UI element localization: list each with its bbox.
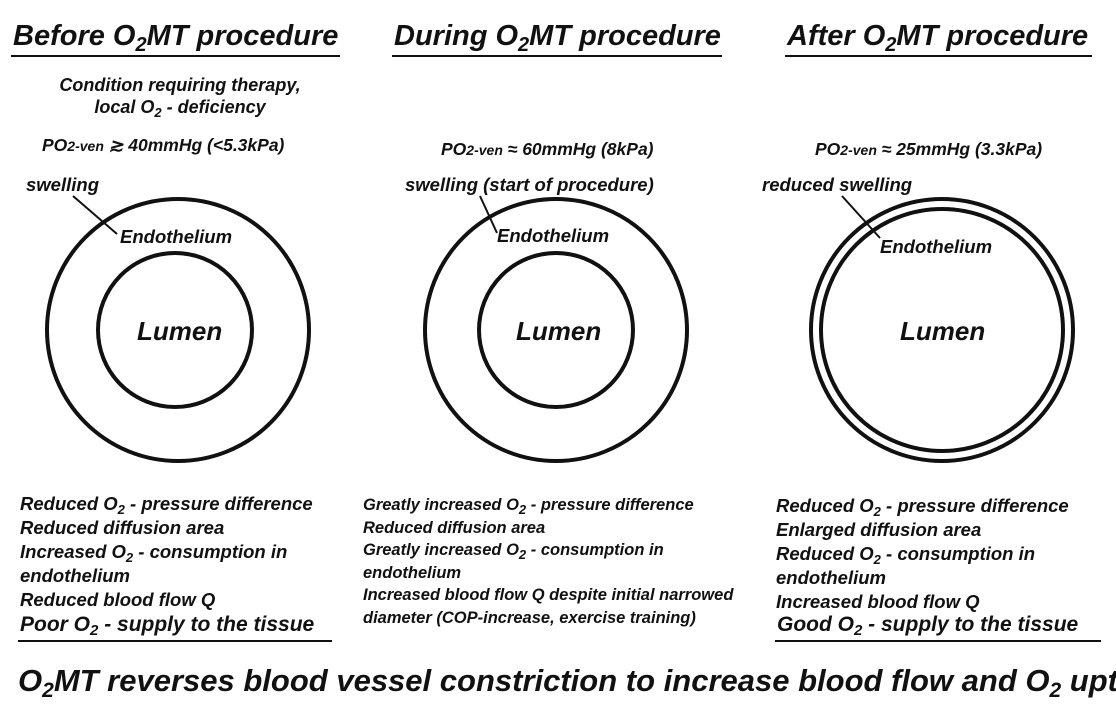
after-swelling-pointer bbox=[841, 195, 881, 239]
before-outer-vessel-wall bbox=[45, 197, 311, 463]
after-lumen-circle bbox=[819, 207, 1065, 453]
during-endothelium-label: Endothelium bbox=[497, 225, 610, 246]
after-swelling-label: reduced swelling bbox=[762, 174, 913, 195]
before-title: Before O2MT procedure bbox=[13, 20, 339, 56]
during-title-underline bbox=[392, 55, 722, 57]
during-effects-list: Greatly increased O2 - pressure differen… bbox=[363, 494, 733, 629]
during-swelling-label: swelling (start of procedure) bbox=[405, 174, 654, 195]
list-item: Greatly increased O2 - pressure differen… bbox=[363, 496, 694, 517]
before-condition-text: Condition requiring therapy, local O2 - … bbox=[20, 74, 340, 120]
before-swelling-pointer bbox=[72, 195, 118, 235]
before-venous-po2: PO2-ven ≳ 40mmHg (<5.3kPa) bbox=[42, 135, 285, 155]
before-title-underline bbox=[11, 55, 340, 57]
after-outer-vessel-wall bbox=[809, 197, 1075, 463]
list-item: Reduced diffusion area bbox=[20, 517, 225, 538]
after-endothelium-label: Endothelium bbox=[880, 236, 993, 257]
before-summary-underline bbox=[18, 640, 332, 642]
list-item: endothelium bbox=[363, 563, 462, 582]
during-title: During O2MT procedure bbox=[394, 20, 721, 56]
after-title: After O2MT procedure bbox=[787, 20, 1089, 56]
before-endothelium-label: Endothelium bbox=[120, 226, 233, 247]
after-effects-list: Reduced O2 - pressure difference Enlarge… bbox=[776, 494, 1069, 614]
during-outer-vessel-wall bbox=[423, 197, 689, 463]
list-item: endothelium bbox=[20, 565, 130, 586]
during-swelling-pointer bbox=[479, 195, 498, 234]
footer-conclusion: O2MT reverses blood vessel constriction … bbox=[18, 663, 1116, 702]
after-summary-underline bbox=[775, 640, 1101, 642]
after-supply-summary: Good O2 - supply to the tissue bbox=[777, 613, 1079, 639]
before-effects-list: Reduced O2 - pressure difference Reduced… bbox=[20, 492, 313, 612]
condition-line-1: Condition requiring therapy, bbox=[59, 75, 301, 95]
list-item: Reduced O2 - pressure difference bbox=[776, 495, 1069, 519]
condition-line-2: local O2 - deficiency bbox=[94, 97, 266, 120]
list-item: Reduced blood flow Q bbox=[20, 589, 216, 610]
list-item: Reduced O2 - consumption in bbox=[776, 543, 1036, 567]
after-venous-po2: PO2-ven ≈ 25mmHg (3.3kPa) bbox=[815, 139, 1043, 159]
list-item: diameter (COP-increase, exercise trainin… bbox=[363, 608, 696, 627]
list-item: endothelium bbox=[776, 567, 886, 588]
list-item: Increased blood flow Q bbox=[776, 591, 980, 612]
before-lumen-circle bbox=[96, 251, 254, 409]
list-item: Enlarged diffusion area bbox=[776, 519, 982, 540]
before-lumen-label: Lumen bbox=[137, 316, 223, 346]
list-item: Increased O2 - consumption in bbox=[20, 541, 288, 565]
list-item: Greatly increased O2 - consumption in bbox=[363, 541, 664, 562]
during-venous-po2: PO2-ven ≈ 60mmHg (8kPa) bbox=[441, 139, 654, 159]
before-supply-summary: Poor O2 - supply to the tissue bbox=[20, 613, 315, 639]
list-item: Reduced diffusion area bbox=[363, 518, 546, 537]
list-item: Increased blood flow Q despite initial n… bbox=[363, 586, 734, 604]
after-lumen-label: Lumen bbox=[900, 316, 986, 346]
list-item: Reduced O2 - pressure difference bbox=[20, 493, 313, 517]
after-title-underline bbox=[785, 55, 1092, 57]
during-lumen-circle bbox=[477, 251, 635, 409]
before-swelling-label: swelling bbox=[26, 174, 99, 195]
during-lumen-label: Lumen bbox=[516, 316, 602, 346]
